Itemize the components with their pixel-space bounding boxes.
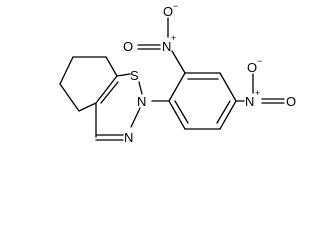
bond-ar-double xyxy=(216,100,231,124)
nitro-group-para xyxy=(235,73,285,104)
atom-o-ortho-left: O xyxy=(123,39,133,54)
bond-ar xyxy=(219,72,237,102)
nitro-group-ortho xyxy=(137,17,186,74)
bond-c-c xyxy=(59,56,74,85)
bond-c-c-double xyxy=(95,75,118,104)
bond-ar xyxy=(168,100,186,130)
bond-c-c-double-inner xyxy=(100,81,119,104)
bond-c-c xyxy=(105,56,118,77)
bond-ar xyxy=(219,100,237,130)
chemical-structure-canvas: S N N N + O − O N + O − O xyxy=(59,1,296,145)
cyclopentane-ring xyxy=(59,56,118,112)
benzene-ring xyxy=(168,72,237,130)
bond-c-s xyxy=(116,73,131,77)
charge-minus-para: − xyxy=(257,56,262,66)
bond-s-n xyxy=(138,81,143,95)
bond-c-n xyxy=(171,50,186,74)
bond-c-c xyxy=(78,102,97,112)
molecule-structure: S N N N + O − O N + O − O xyxy=(59,1,296,145)
atom-s: S xyxy=(130,68,139,83)
bond-n-n xyxy=(130,107,141,128)
atom-n-nitro-para: N xyxy=(245,94,254,109)
atom-n-ring-top: N xyxy=(137,94,146,109)
thiadiazine-ring xyxy=(95,73,143,141)
atom-n-ring-bottom: N xyxy=(124,130,133,145)
bond-c-c xyxy=(59,83,80,112)
charge-plus-ortho: + xyxy=(171,33,176,43)
atom-n-nitro-ortho: N xyxy=(162,39,171,54)
bond-ar xyxy=(168,72,186,102)
charge-plus-para: + xyxy=(255,88,260,98)
charge-minus-ortho: − xyxy=(173,1,178,11)
atom-o-ortho-top: O xyxy=(163,4,173,19)
bond-ar-double xyxy=(174,100,189,124)
atom-o-para-top: O xyxy=(247,60,257,75)
atom-o-para-right: O xyxy=(286,94,296,109)
